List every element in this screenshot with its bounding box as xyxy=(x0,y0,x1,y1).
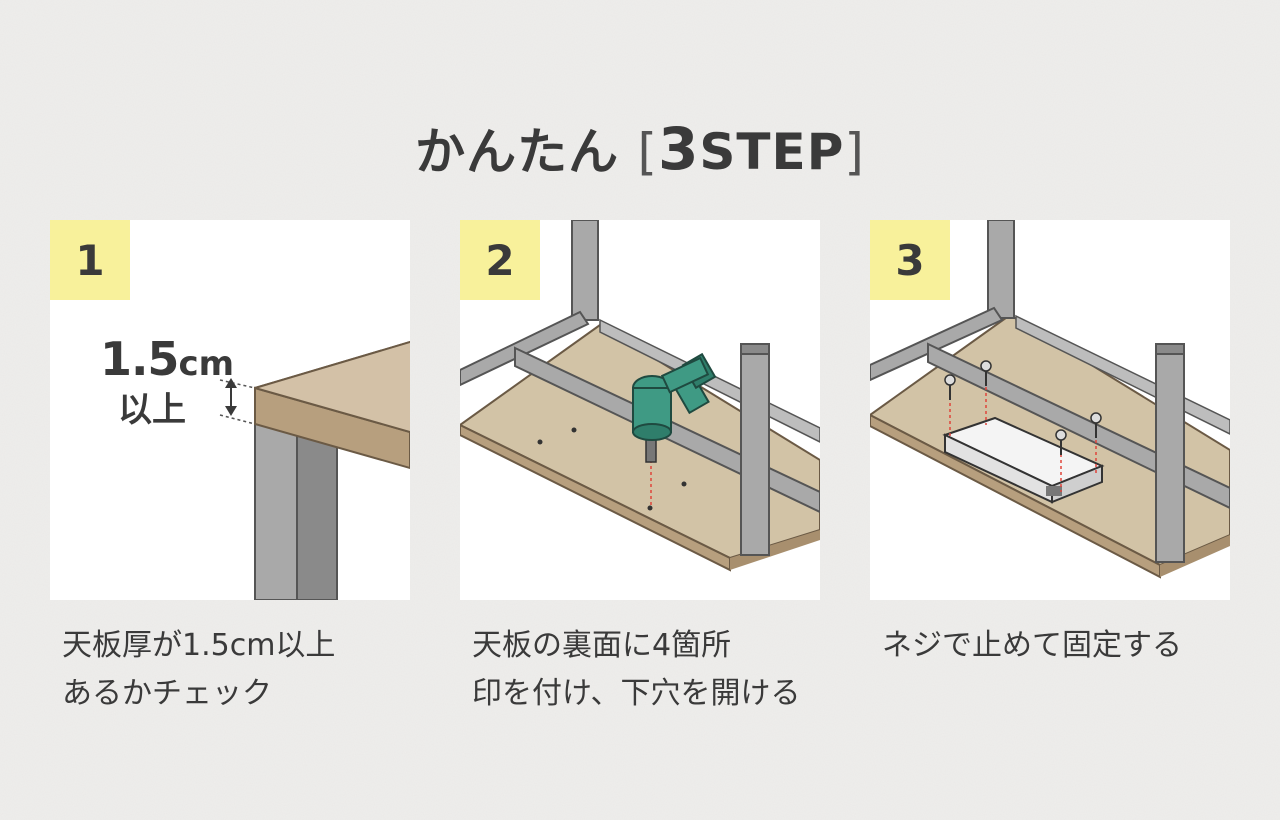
frame-post-back xyxy=(987,220,1015,319)
slide-rail-bracket xyxy=(942,416,1105,504)
hole-mark xyxy=(571,427,577,433)
step-1-caption: 天板厚が1.5cm以上 あるかチェック xyxy=(62,622,462,718)
frame-post-front xyxy=(1155,349,1185,563)
title-step-number: 3 xyxy=(658,115,700,183)
thickness-label: 1.5cm 以上 xyxy=(72,332,262,431)
screw-icon xyxy=(1055,429,1067,492)
frame-rail-left xyxy=(870,306,1004,382)
tabletop-top-face xyxy=(255,342,410,432)
step-3-caption: ネジで止めて固定する xyxy=(882,622,1280,670)
step-2-caption-line1: 天板の裏面に4箇所 xyxy=(472,628,732,663)
table-leg-front xyxy=(254,419,298,600)
screw-icon xyxy=(944,374,956,438)
frame-post-front xyxy=(740,349,770,556)
screw-icon xyxy=(980,360,992,425)
step-2-badge: 2 xyxy=(460,220,540,300)
frame-post-back xyxy=(571,220,599,321)
step-2-panel: 2 xyxy=(460,220,820,600)
tabletop-thickness-illustration xyxy=(219,340,410,600)
title-step-word: STEP xyxy=(699,123,845,181)
step-3-panel: 3 xyxy=(870,220,1230,600)
step-3-caption-line1: ネジで止めて固定する xyxy=(882,628,1182,663)
screw-icon xyxy=(1090,412,1102,475)
drill-holes-illustration xyxy=(460,220,820,572)
arrow-down-icon xyxy=(225,406,237,416)
step-2-caption: 天板の裏面に4箇所 印を付け、下穴を開ける xyxy=(472,622,872,718)
thickness-value: 1.5 xyxy=(99,332,179,386)
hole-mark xyxy=(537,439,543,445)
thickness-suffix: 以上 xyxy=(118,390,186,430)
step-1-caption-line2: あるかチェック xyxy=(62,676,272,711)
hole-mark xyxy=(647,505,653,511)
drill-icon xyxy=(632,352,717,505)
title-bracket-open: [ xyxy=(637,123,659,181)
step-2-caption-line2: 印を付け、下穴を開ける xyxy=(472,676,801,711)
arrow-up-icon xyxy=(225,378,237,388)
title-bracket-close: ] xyxy=(844,123,865,181)
step-1-badge: 1 xyxy=(50,220,130,300)
dimension-line-bottom xyxy=(219,414,256,425)
title-main: かんたん xyxy=(415,123,620,181)
hole-mark xyxy=(681,481,687,487)
thickness-unit: cm xyxy=(178,344,235,384)
frame-rail-middle xyxy=(927,342,1230,510)
frame-rail-left xyxy=(460,310,590,387)
screw-fixing-illustration xyxy=(870,220,1230,579)
page-title: かんたん [3STEP] xyxy=(0,112,1280,184)
step-3-badge: 3 xyxy=(870,220,950,300)
step-1-caption-line1: 天板厚が1.5cm以上 xyxy=(62,628,336,663)
step-1-panel: 1 1.5cm 以上 xyxy=(50,220,410,600)
table-leg-side xyxy=(296,419,338,600)
